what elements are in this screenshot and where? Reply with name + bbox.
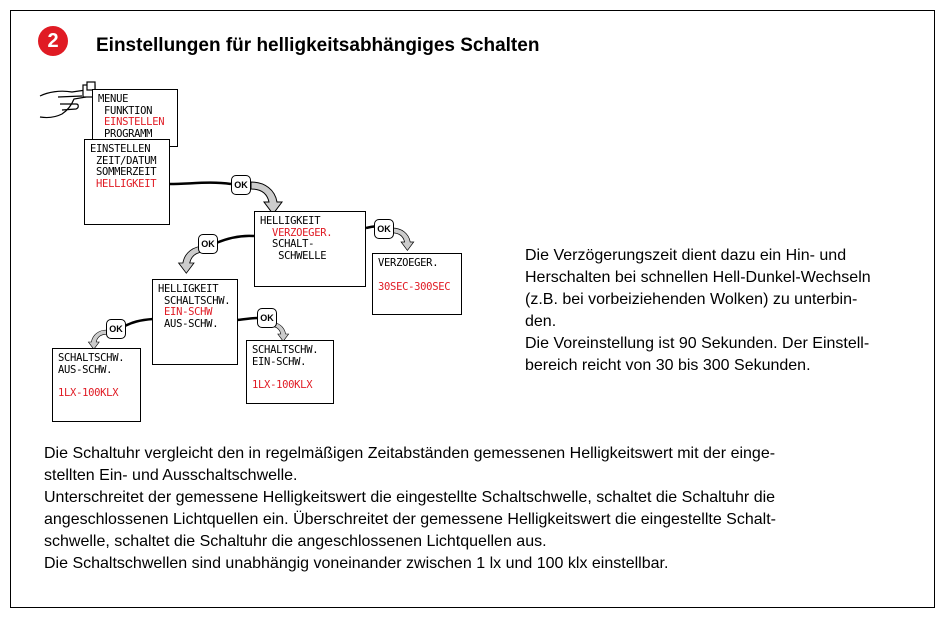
screen-selected-line: EINSTELLEN: [98, 116, 165, 128]
display-screen-verzoeger: VERZOEGER. 30SEC-300SEC: [372, 253, 462, 315]
screen-line: HELLIGKEIT: [158, 283, 219, 295]
screen-line: PROGRAMM: [98, 127, 153, 140]
threshold-description: Die Schaltuhr vergleicht den in regelmäß…: [44, 443, 914, 575]
screen-line: SCHALT-: [260, 238, 315, 250]
screen-line: HELLIGKEIT: [260, 215, 321, 227]
step-number-badge: 2: [38, 26, 68, 56]
screen-line: AUS-SCHW.: [158, 317, 219, 330]
display-screen-aus-schw: SCHALTSCHW.AUS-SCHW. 1LX-100KLX: [52, 348, 141, 422]
curved-arrow-icon: [391, 227, 415, 251]
screen-selected-line: VERZOEGER.: [260, 226, 333, 239]
delay-description: Die Verzögerungszeit dient dazu ein Hin-…: [525, 245, 930, 377]
text-line: den.: [525, 313, 557, 330]
text-line: Die Schaltschwellen sind unabhängig vone…: [44, 555, 669, 572]
screen-value-range: 1LX-100KLX: [58, 387, 119, 399]
screen-line: SCHALTSCHW.: [252, 344, 319, 356]
display-screen-einstellen: EINSTELLEN ZEIT/DATUM SOMMERZEIT HELLIGK…: [84, 139, 170, 225]
screen-line: ZEIT/DATUM: [90, 154, 157, 167]
screen-selected-line: HELLIGKEIT: [90, 177, 157, 190]
screen-line: VERZOEGER.: [378, 257, 439, 269]
ok-button[interactable]: OK: [106, 319, 126, 339]
document-frame: [10, 10, 935, 608]
ok-button[interactable]: OK: [231, 175, 251, 195]
display-screen-helligkeit: HELLIGKEIT VERZOEGER. SCHALT- SCHWELLE: [254, 211, 366, 287]
display-screen-schaltschwelle: HELLIGKEIT SCHALTSCHW. EIN-SCHW AUS-SCHW…: [152, 279, 238, 365]
ok-button[interactable]: OK: [198, 234, 218, 254]
text-line: stellten Ein- und Ausschaltschwelle.: [44, 467, 298, 484]
connector-line: [122, 317, 154, 329]
screen-line: EINSTELLEN: [90, 143, 151, 155]
screen-line: AUS-SCHW.: [58, 363, 113, 376]
text-line: angeschlossenen Lichtquellen ein. Übersc…: [44, 511, 776, 528]
screen-value-range: 30SEC-300SEC: [378, 280, 451, 293]
screen-line: SCHWELLE: [260, 249, 327, 262]
screen-line: EIN-SCHW.: [252, 355, 307, 368]
text-line: Die Verzögerungszeit dient dazu ein Hin-…: [525, 247, 847, 264]
ok-button[interactable]: OK: [257, 308, 277, 328]
display-screen-ein-schw: SCHALTSCHW.EIN-SCHW. 1LX-100KLX: [246, 340, 334, 404]
screen-value-range: 1LX-100KLX: [252, 379, 313, 391]
screen-line: SOMMERZEIT: [90, 166, 157, 178]
connector-line: [215, 234, 255, 245]
curved-arrow-icon: [250, 181, 283, 215]
hand-pressing-button-icon: [39, 81, 96, 119]
text-line: bereich reicht von 30 bis 300 Sekunden.: [525, 357, 811, 374]
connector-line: [236, 316, 259, 322]
screen-selected-line: EIN-SCHW: [158, 306, 213, 318]
text-line: (z.B. bei vorbeiziehenden Wolken) zu unt…: [525, 291, 858, 308]
curved-arrow-icon: [88, 329, 108, 350]
text-line: schwelle, schaltet die Schaltuhr die ang…: [44, 533, 547, 550]
text-line: Die Voreinstellung ist 90 Sekunden. Der …: [525, 335, 870, 352]
page-heading: Einstellungen für helligkeitsabhängiges …: [96, 35, 540, 56]
text-line: Die Schaltuhr vergleicht den in regelmäß…: [44, 445, 776, 462]
screen-line: SCHALTSCHW.: [58, 352, 125, 364]
ok-button[interactable]: OK: [374, 219, 394, 239]
text-line: Herschalten bei schnellen Hell-Dunkel-We…: [525, 269, 871, 286]
text-line: Unterschreitet der gemessene Helligkeits…: [44, 489, 776, 506]
screen-line: FUNKTION: [98, 104, 153, 117]
screen-line: SCHALTSCHW.: [158, 294, 231, 307]
connector-line: [169, 181, 232, 186]
screen-line: MENUE: [98, 93, 129, 105]
